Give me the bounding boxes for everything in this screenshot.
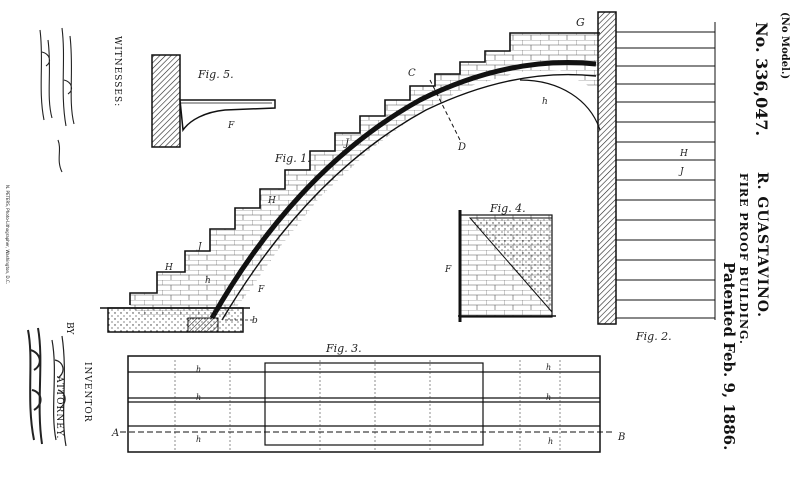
fig5-wall <box>151 54 181 148</box>
model-note: (No Model.) <box>779 12 790 80</box>
letter-h-10: h <box>546 393 551 402</box>
beam-section <box>187 317 219 333</box>
letter-f-1: F <box>257 285 265 295</box>
letter-g: G <box>576 16 585 29</box>
fig5-caption: Fig. 5. <box>197 68 234 81</box>
wall-section <box>597 11 617 325</box>
printer-note: N. PETERS, Photo-Lithographer, Washingto… <box>5 185 10 284</box>
fig3-joints <box>174 360 561 450</box>
letter-f-3: F <box>227 121 235 131</box>
floor-courses <box>616 31 715 319</box>
fig4-vault-detail <box>458 210 556 322</box>
stair-masonry <box>130 33 600 315</box>
letter-b-2: B <box>617 432 625 443</box>
fig2-caption: Fig. 2. <box>635 330 672 343</box>
letter-h-6: h <box>196 365 201 374</box>
letter-j-1: J <box>343 138 350 149</box>
attorney-label: ATTORNEY. <box>54 376 64 440</box>
letter-a: A <box>111 428 119 439</box>
fig3-center-block <box>264 362 484 446</box>
vault-arch-inner <box>221 73 597 321</box>
witness-signatures <box>39 27 75 173</box>
letter-j-2: J <box>196 242 203 252</box>
witnesses-label: WITNESSES: <box>112 36 122 108</box>
letter-c: C <box>408 68 416 79</box>
patent-date: Patented Feb. 9, 1886. <box>720 262 738 451</box>
fig5-bracket <box>151 54 276 148</box>
fig4-fill <box>468 217 553 314</box>
by-label: BY <box>64 322 74 335</box>
fig5-arm <box>179 99 276 133</box>
letter-h-11: h <box>548 437 553 446</box>
inventor-label: INVENTOR <box>82 362 92 423</box>
fig2-wall-elevation <box>597 11 716 325</box>
fig4-caption: Fig. 4. <box>489 202 526 215</box>
fig1-staircase <box>100 32 601 333</box>
floor-slab <box>107 307 244 333</box>
letter-b-1: b <box>252 316 258 326</box>
stair-steps <box>129 32 600 305</box>
letter-h-7: h <box>196 393 201 402</box>
inventor-signature <box>51 335 67 447</box>
attorney-signature <box>27 327 43 445</box>
letter-d: D <box>457 142 466 153</box>
fig3-caption: Fig. 3. <box>325 342 362 355</box>
fig3-plan <box>120 355 615 453</box>
letter-h-8: h <box>196 435 201 444</box>
patent-number: No. 336,047. <box>752 22 771 137</box>
fig3-rules <box>128 371 600 427</box>
letter-f-2: F <box>444 265 452 275</box>
vault-arch-outer <box>209 60 597 320</box>
soffit-curve <box>519 79 601 131</box>
letter-h-4: h <box>542 97 548 107</box>
letter-h-5: H <box>679 149 688 159</box>
letter-h-2: H <box>164 263 173 273</box>
letter-h-3: h <box>205 276 211 286</box>
inventor-name: R. GUASTAVINO. <box>754 172 770 319</box>
fig3-frame <box>127 355 601 453</box>
document-title: FIRE PROOF BUILDING. <box>737 173 750 345</box>
letter-h-9: h <box>546 363 551 372</box>
letter-h-1: H <box>267 196 276 206</box>
letter-j-3: J <box>678 167 685 177</box>
fig1-caption: Fig. 1. <box>274 152 311 165</box>
